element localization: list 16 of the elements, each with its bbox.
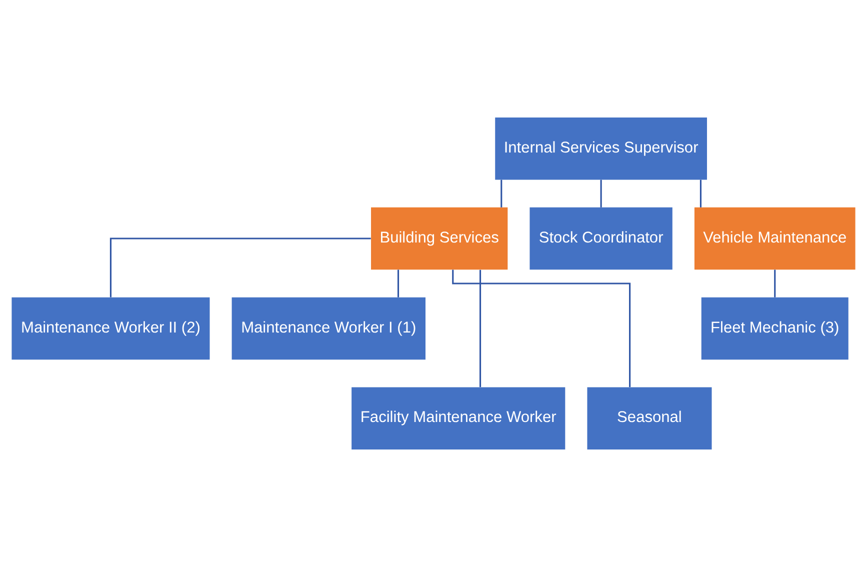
connector xyxy=(500,179,502,207)
node-box: Maintenance Worker II (2) xyxy=(12,296,210,360)
node-box: Maintenance Worker I (1) xyxy=(232,296,426,360)
node-box: Seasonal xyxy=(587,386,712,450)
node-box: Facility Maintenance Worker xyxy=(352,386,566,450)
node-box: Fleet Mechanic (3) xyxy=(701,296,848,360)
connector xyxy=(774,269,776,297)
connector xyxy=(110,237,371,297)
node-box: Vehicle Maintenance xyxy=(694,206,856,270)
node-box: Stock Coordinator xyxy=(530,206,672,270)
connector xyxy=(480,269,482,387)
connector xyxy=(600,179,602,207)
connector xyxy=(397,269,400,297)
connector xyxy=(700,179,702,207)
node-box: Building Services xyxy=(371,206,508,270)
node-box: Internal Services Supervisor xyxy=(495,116,707,180)
